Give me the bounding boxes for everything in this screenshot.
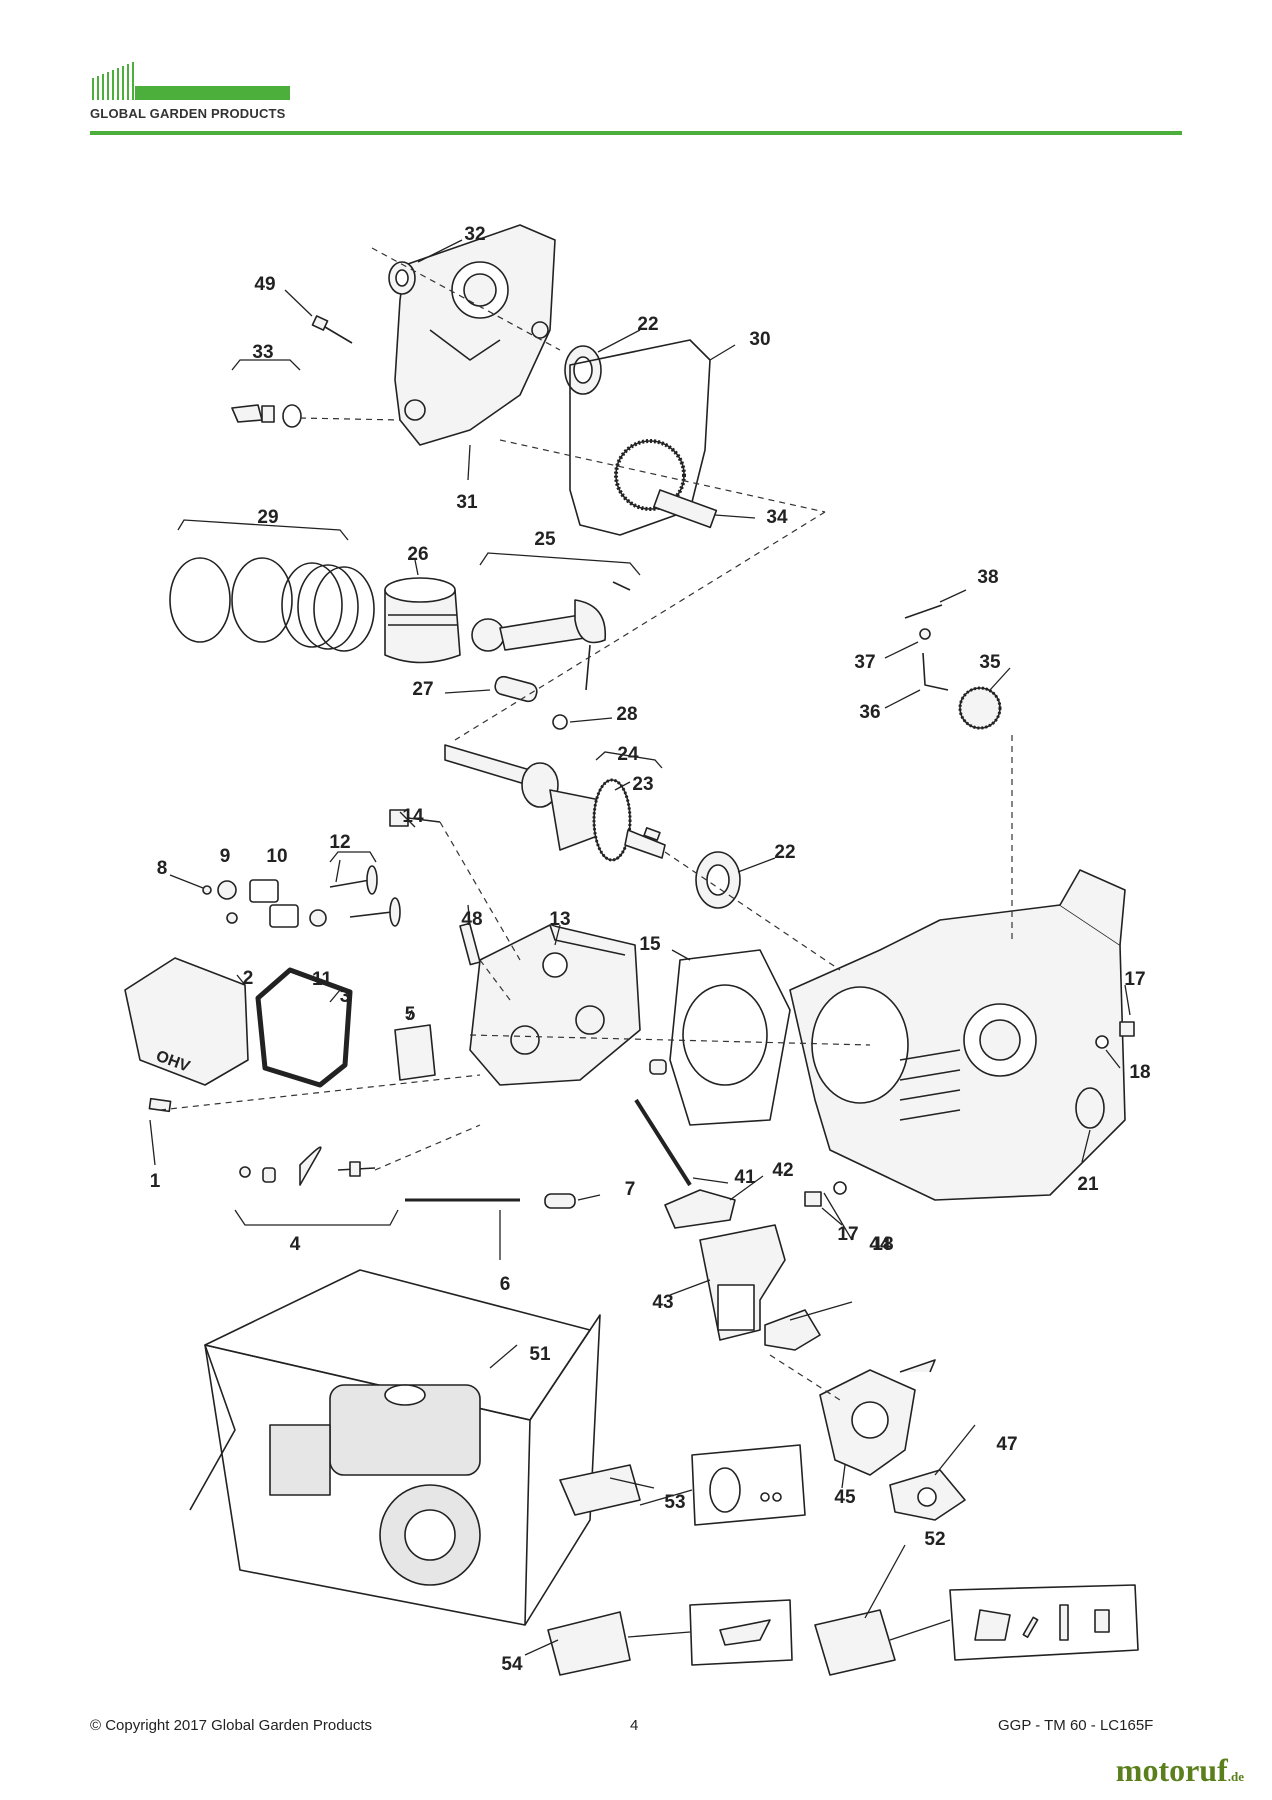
oil-plug-part — [804, 1191, 822, 1207]
cylinder-head-part — [469, 924, 641, 1086]
callout-27: 27 — [412, 679, 433, 700]
callout-51: 51 — [529, 1344, 551, 1365]
bolt-part — [311, 315, 353, 344]
callout-38: 38 — [977, 567, 998, 588]
copyright-text: © Copyright 2017 Global Garden Products — [90, 1717, 373, 1734]
tappet-part — [544, 1193, 576, 1209]
insulator-gasket-part — [664, 1189, 736, 1229]
piston-part — [384, 577, 461, 664]
washer-part — [1095, 1035, 1109, 1049]
callout-29: 29 — [257, 507, 278, 528]
callout-11: 11 — [312, 969, 333, 990]
callout-18: 18 — [872, 1234, 893, 1255]
crankcase-block-part — [789, 869, 1126, 1201]
bearing-part — [695, 851, 741, 909]
governor-part — [904, 604, 1002, 730]
callout-28: 28 — [616, 704, 637, 725]
callout-25: 25 — [534, 529, 556, 550]
oil-seal-part — [1075, 1087, 1105, 1129]
callout-13: 13 — [549, 909, 570, 930]
head-gasket-part — [669, 949, 791, 1126]
bolt-part — [148, 1097, 172, 1113]
valve-train-part — [202, 809, 441, 928]
ggp-logo — [92, 62, 290, 100]
callout-45: 45 — [834, 1487, 856, 1508]
stud-part — [459, 922, 481, 966]
crankcase-cover-part — [394, 224, 556, 446]
callout-10: 10 — [266, 846, 287, 867]
callout-49: 49 — [254, 274, 275, 295]
connecting-rod-part — [471, 581, 631, 691]
model-text: GGP - TM 60 - LC165F — [998, 1717, 1154, 1734]
carb-stud-part — [634, 1098, 692, 1187]
rocker-cover-part: OHV — [124, 957, 249, 1086]
callout-35: 35 — [979, 652, 1001, 673]
callout-9: 9 — [220, 846, 231, 867]
callout-36: 36 — [859, 702, 880, 723]
callout-21: 21 — [1077, 1174, 1099, 1195]
callout-42: 42 — [772, 1160, 793, 1181]
callout-7: 7 — [625, 1179, 636, 1200]
callout-33: 33 — [252, 342, 273, 363]
dowel-part — [649, 1059, 667, 1075]
kit-bag-part — [547, 1464, 896, 1676]
callout-17: 17 — [1124, 969, 1145, 990]
callout-8: 8 — [157, 858, 168, 879]
callout-34: 34 — [766, 507, 788, 528]
page-number: 4 — [630, 1717, 639, 1734]
callout-12: 12 — [329, 832, 350, 853]
callout-23: 23 — [632, 774, 653, 795]
kit-detail-bubble — [689, 1444, 1139, 1666]
watermark-suffix: .de — [1227, 1769, 1244, 1784]
callout-22: 22 — [637, 314, 658, 335]
carb-gasket-part — [764, 1309, 821, 1351]
engine-in-box-part — [269, 1384, 481, 1586]
washer-part — [833, 1181, 847, 1195]
callout-30: 30 — [749, 329, 770, 350]
bearing-part — [564, 345, 602, 395]
callout-6: 6 — [500, 1274, 511, 1295]
piston-pin-part — [494, 675, 538, 703]
callout-24: 24 — [617, 744, 639, 765]
brand-text: GLOBAL GARDEN PRODUCTS — [90, 106, 286, 121]
drain-plug-part — [231, 404, 302, 428]
callout-4: 4 — [290, 1234, 301, 1255]
callout-22: 22 — [774, 842, 795, 863]
callout-53: 53 — [664, 1492, 685, 1513]
callout-15: 15 — [639, 934, 661, 955]
watermark-name: motoruf — [1115, 1752, 1228, 1788]
callout-14: 14 — [402, 806, 424, 827]
rocker-gasket-part — [255, 967, 353, 1088]
crankshaft-part — [444, 744, 666, 862]
callout-37: 37 — [854, 652, 875, 673]
callout-31: 31 — [456, 492, 478, 513]
callout-3: 3 — [340, 986, 351, 1007]
carb-insulator-part — [699, 1224, 786, 1341]
callout-32: 32 — [464, 224, 485, 245]
callout-41: 41 — [734, 1167, 756, 1188]
camshaft-part — [614, 439, 718, 529]
motoruf-watermark: motoruf.de — [1116, 1752, 1244, 1789]
callout-2: 2 — [243, 968, 254, 989]
carburetor-part — [819, 1359, 936, 1476]
callout-52: 52 — [924, 1529, 945, 1550]
guide-plate-part — [394, 1024, 436, 1081]
rocker-arm-part — [239, 1146, 376, 1186]
piston-rings-part — [169, 557, 375, 652]
header-rule — [90, 131, 1182, 135]
callout-43: 43 — [652, 1292, 673, 1313]
oil-plug-part — [1119, 1021, 1135, 1037]
callout-47: 47 — [996, 1434, 1017, 1455]
clip-part — [552, 714, 568, 730]
callout-54: 54 — [501, 1654, 523, 1675]
callout-18: 18 — [1129, 1062, 1150, 1083]
callout-44: 44 — [869, 1234, 891, 1255]
callout-1: 1 — [150, 1171, 161, 1192]
callout-26: 26 — [407, 544, 428, 565]
callout-48: 48 — [461, 909, 482, 930]
callout-5: 5 — [405, 1004, 416, 1025]
callout-17: 17 — [837, 1224, 858, 1245]
